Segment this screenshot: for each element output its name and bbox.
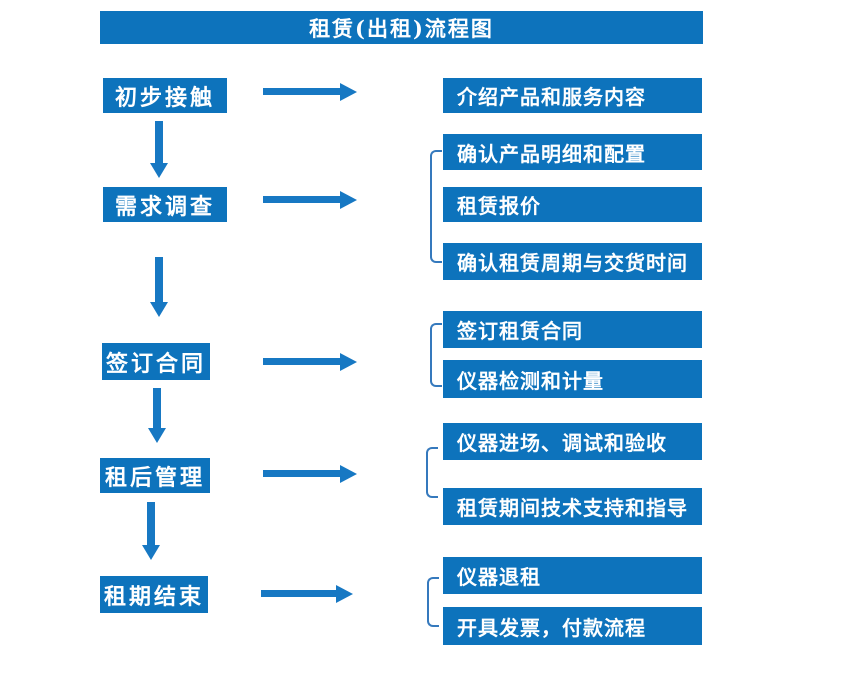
detail-box-instrument-setup-acceptance: 仪器进场、调试和验收 [443, 423, 702, 460]
detail-box-invoice-payment: 开具发票，付款流程 [443, 607, 702, 645]
detail-box-instrument-testing: 仪器检测和计量 [443, 360, 702, 398]
stage-box-rental-end: 租期结束 [100, 576, 208, 613]
bracket-post-rental-group [426, 447, 438, 498]
detail-box-instrument-return: 仪器退租 [443, 557, 702, 594]
bracket-rental-end-group [427, 577, 439, 627]
right-arrow-icon-2 [263, 196, 340, 203]
stage-box-demand-survey: 需求调查 [103, 187, 227, 222]
detail-box-tech-support: 租赁期间技术支持和指导 [443, 488, 702, 525]
detail-box-sign-rental-contract: 签订租赁合同 [443, 311, 702, 348]
stage-box-sign-contract: 签订合同 [102, 343, 210, 380]
stage-box-post-rental-management: 租后管理 [100, 458, 210, 493]
detail-box-confirm-period-delivery: 确认租赁周期与交货时间 [443, 243, 702, 280]
right-arrow-icon-4 [263, 470, 340, 477]
down-arrow-icon-3 [153, 388, 161, 428]
down-arrow-icon-2 [155, 257, 163, 302]
bracket-demand-survey-group [430, 150, 442, 263]
detail-box-confirm-product-config: 确认产品明细和配置 [443, 134, 702, 170]
right-arrow-icon-1 [263, 88, 340, 95]
right-arrow-icon-3 [263, 358, 340, 365]
right-arrow-icon-5 [261, 590, 336, 597]
detail-box-introduce-products: 介绍产品和服务内容 [443, 78, 702, 113]
down-arrow-icon-4 [147, 502, 155, 545]
stage-box-initial-contact: 初步接触 [103, 78, 227, 113]
bracket-sign-contract-group [430, 323, 442, 387]
down-arrow-icon-1 [155, 121, 163, 163]
flowchart-title: 租赁(出租)流程图 [100, 11, 703, 44]
detail-box-rental-quote: 租赁报价 [443, 187, 702, 222]
